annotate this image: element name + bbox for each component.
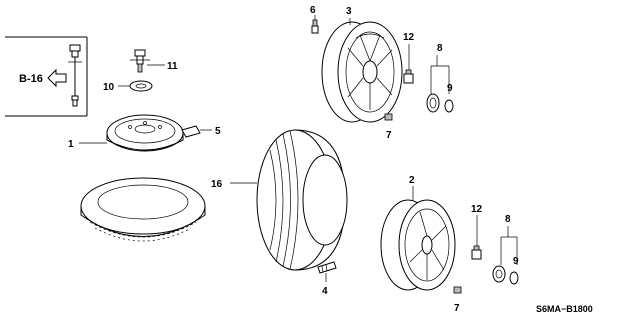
reference-box: [5, 36, 88, 117]
lug-nut-drawing-12a: [403, 69, 414, 84]
callout-9b[interactable]: 9: [513, 256, 519, 267]
callout-6[interactable]: 6: [310, 5, 316, 16]
callout-2[interactable]: 2: [409, 175, 415, 186]
callout-11[interactable]: 11: [167, 61, 178, 72]
callout-7b[interactable]: 7: [454, 303, 460, 314]
callout-3[interactable]: 3: [346, 6, 352, 17]
callout-16[interactable]: 16: [211, 179, 223, 190]
callout-9a[interactable]: 9: [447, 83, 453, 94]
callout-7a[interactable]: 7: [386, 130, 392, 141]
cap-drawing-7b: [453, 286, 462, 294]
callout-12b[interactable]: 12: [471, 204, 483, 215]
diagram-code: S6MA−B1800: [536, 304, 593, 314]
reference-label[interactable]: B-16: [19, 73, 43, 85]
callout-5[interactable]: 5: [215, 126, 221, 137]
cap-ring-drawing-9b: [509, 271, 519, 285]
wheel-nut-drawing-8a: [426, 93, 440, 113]
balance-weight-drawing: [129, 80, 153, 92]
callout-8a[interactable]: 8: [437, 43, 443, 54]
callout-8b[interactable]: 8: [505, 214, 511, 225]
reference-arrow[interactable]: [47, 68, 67, 88]
wheel-drawing-2: [380, 199, 456, 291]
callout-10[interactable]: 10: [103, 82, 115, 93]
wheel-nut-drawing-8b: [492, 265, 506, 283]
cap-ring-drawing-9a: [444, 99, 454, 113]
valve-drawing-4: [317, 261, 337, 274]
cap-drawing-7a: [384, 113, 393, 121]
valve-stem-drawing: [130, 49, 150, 73]
lug-nut-drawing-12b: [471, 245, 482, 260]
bracket-8b: [500, 226, 518, 265]
label-sticker-drawing: [181, 125, 201, 138]
valve-drawing-6: [311, 19, 319, 34]
alloy-wheel-drawing-3: [321, 21, 403, 123]
tire-valve-drawing: [68, 44, 82, 107]
callout-1[interactable]: 1: [68, 139, 74, 150]
tire-drawing-16: [256, 129, 348, 271]
bracket-8a: [430, 55, 450, 94]
spare-tire-drawing: [80, 177, 206, 242]
callout-12a[interactable]: 12: [403, 32, 415, 43]
callout-4[interactable]: 4: [322, 286, 328, 297]
spare-wheel-drawing: [106, 114, 184, 152]
